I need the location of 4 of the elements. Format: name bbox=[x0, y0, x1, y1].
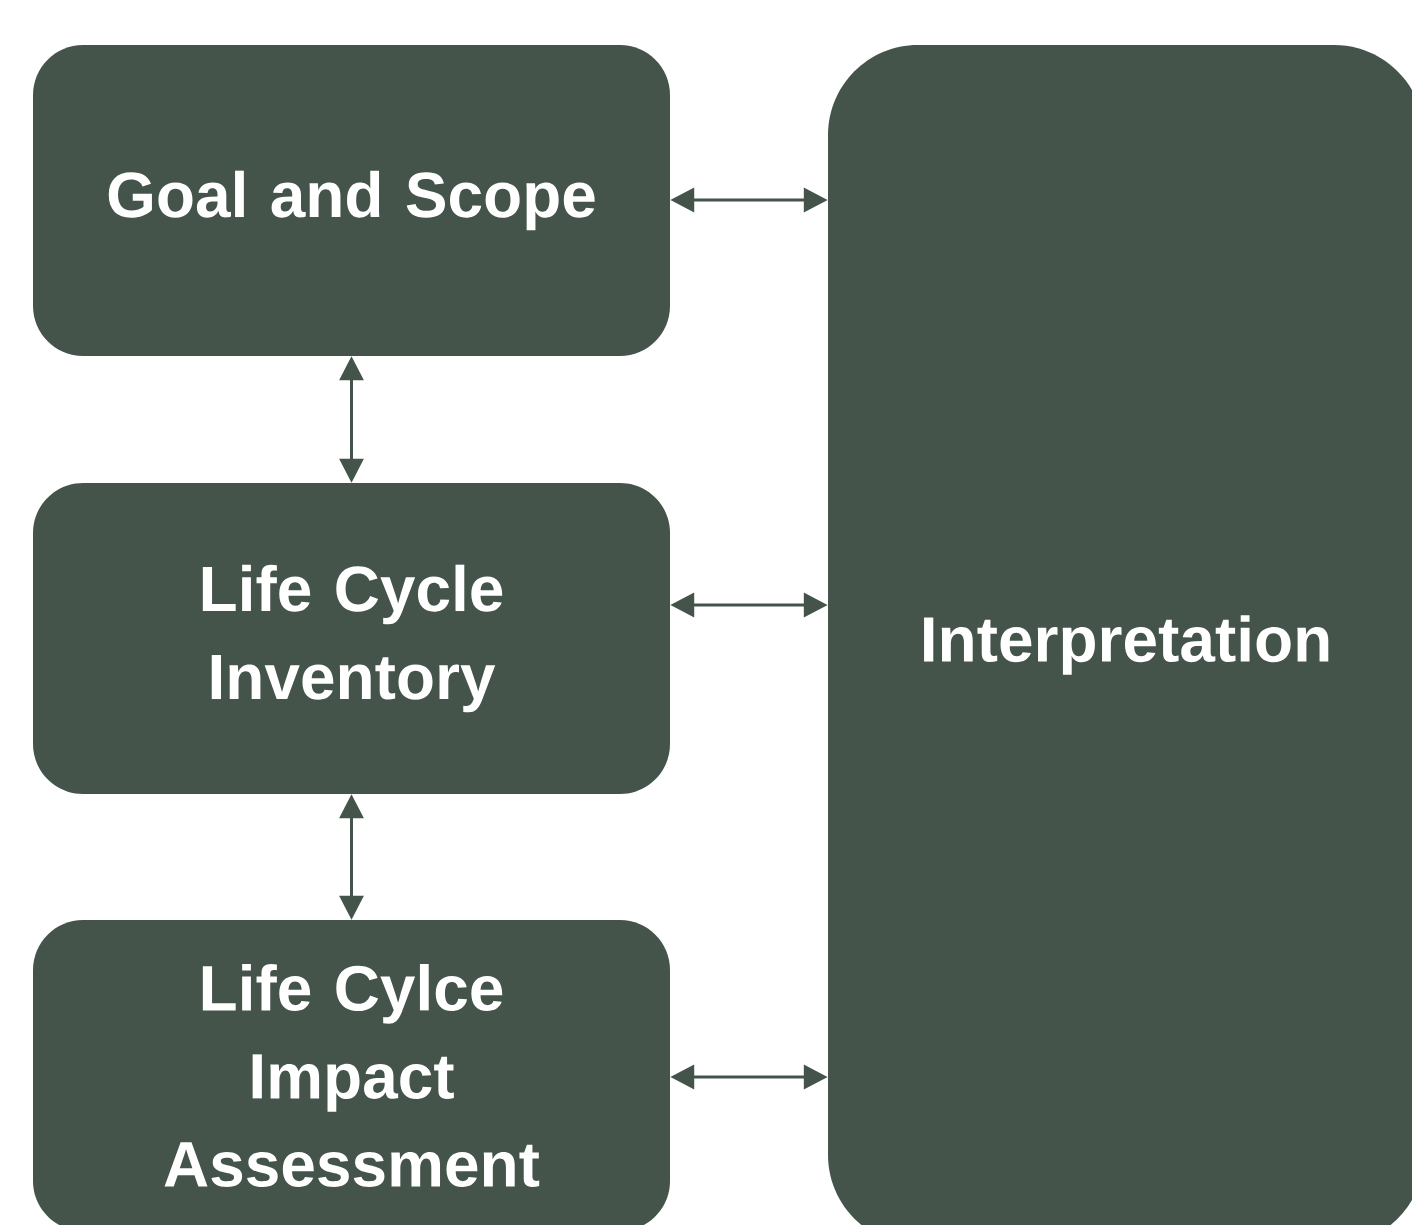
process-box: Life Cylce Impact Assessment bbox=[33, 920, 670, 1225]
process-box: Interpretation bbox=[828, 45, 1412, 1225]
process-box: Goal and Scope bbox=[33, 45, 670, 356]
process-box: Life Cycle Inventory bbox=[33, 483, 670, 794]
